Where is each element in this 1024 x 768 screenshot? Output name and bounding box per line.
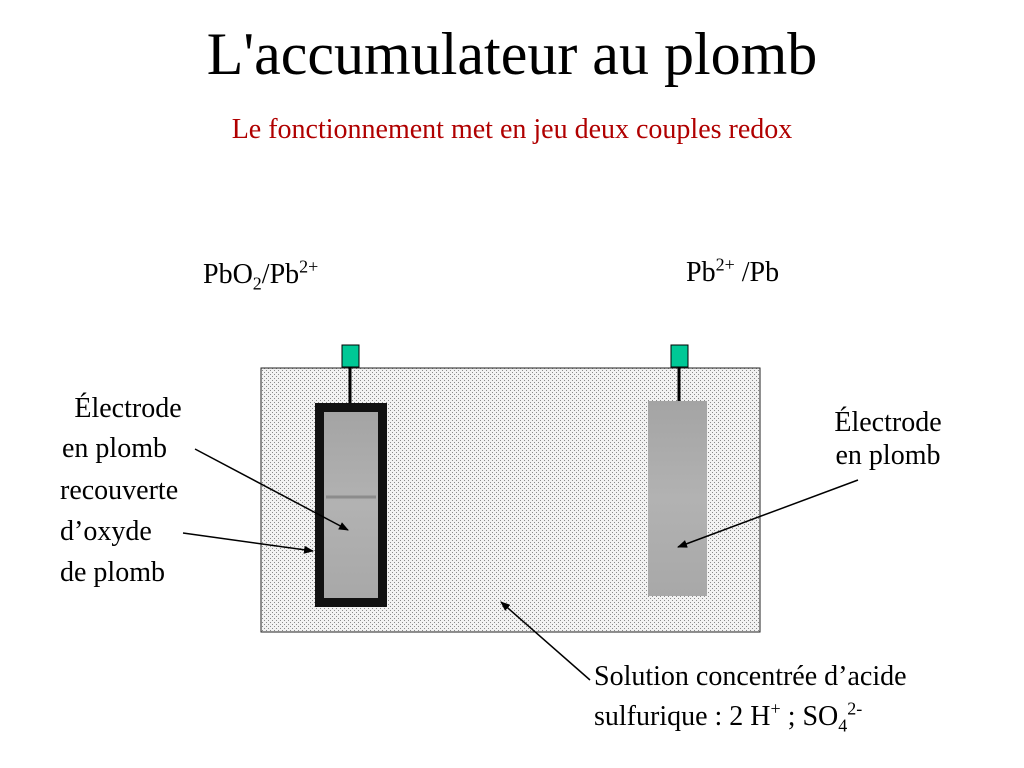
couple-right-base: Pb: [686, 257, 716, 288]
right-electrode-label-line: Électrode: [834, 407, 942, 438]
couple-left-sub: 2: [252, 273, 262, 294]
redox-couple-right: Pb2+ /Pb: [686, 256, 779, 290]
right-electrode-label-line: en plomb: [835, 440, 941, 471]
pointer-solution: [500, 601, 591, 681]
so4-charge: 2-: [847, 698, 863, 719]
left-electrode-label-line: de plomb: [60, 557, 165, 588]
couple-left-sup: 2+: [299, 256, 319, 277]
page-subtitle: Le fonctionnement met en jeu deux couple…: [231, 114, 793, 145]
solution-label-line1: Solution concentrée d’acide: [594, 661, 907, 692]
pointer-left-electrode-core: [194, 448, 349, 531]
left-electrode-core: [324, 412, 378, 598]
pointer-right-electrode: [677, 479, 859, 548]
redox-couple-left: PbO2/Pb2+: [203, 256, 319, 294]
couple-right-sup: 2+: [715, 254, 735, 275]
right-electrode: [648, 401, 707, 596]
pointer-oxide-coating: [182, 532, 314, 554]
couple-left-mid: /Pb: [261, 259, 300, 290]
left-electrode-label-line: en plomb: [62, 433, 167, 464]
page-title: L'accumulateur au plomb: [206, 21, 818, 87]
solution-prefix: sulfurique : 2 H: [594, 701, 771, 732]
left-electrode-label-line: recouverte: [60, 475, 179, 506]
solution-label-line2: sulfurique : 2 H+ ; SO42-: [594, 698, 863, 736]
right-terminal: [670, 344, 689, 368]
left-electrode-label-line: d’oxyde: [60, 516, 152, 547]
so4-subscript: 4: [838, 715, 848, 736]
left-terminal: [341, 344, 360, 368]
couple-left-base: PbO: [203, 259, 253, 290]
couple-right-tail: /Pb: [734, 257, 780, 288]
left-electrode-label-line: Électrode: [74, 393, 182, 424]
solution-mid: ; SO: [780, 701, 839, 732]
h-charge: +: [770, 698, 781, 719]
